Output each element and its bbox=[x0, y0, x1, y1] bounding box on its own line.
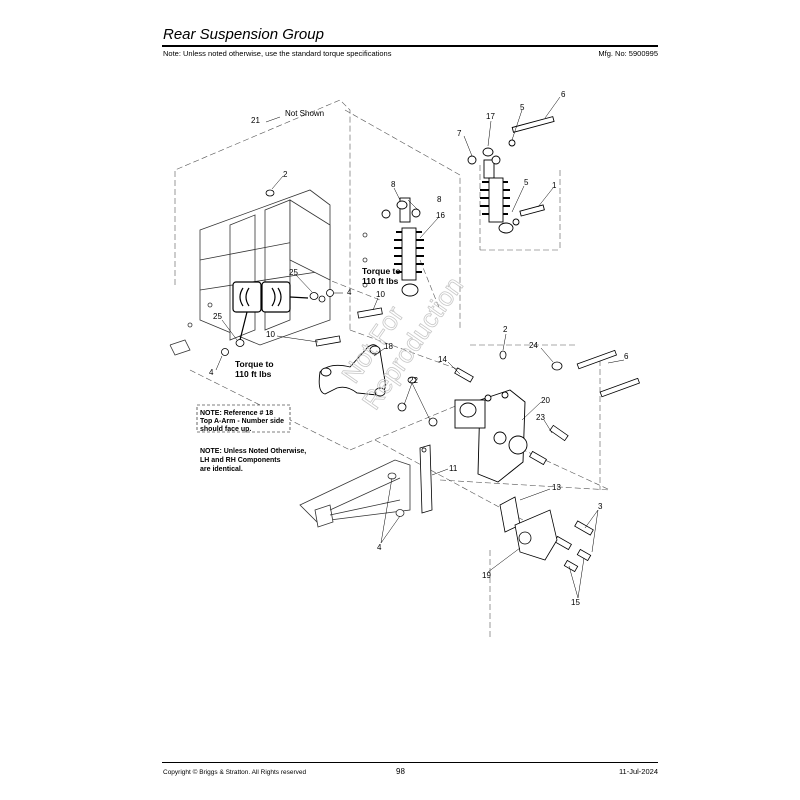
callout: 20 bbox=[541, 396, 550, 405]
note-line: Top A-Arm - Number side bbox=[200, 418, 284, 425]
hardware-bolts bbox=[397, 349, 640, 573]
callout: 22 bbox=[409, 376, 418, 385]
lower-a-arm bbox=[299, 459, 411, 528]
callout-numbers: 21 6 5 7 17 2 8 8 5 1 16 25 10 4 25 10 1… bbox=[209, 90, 629, 607]
leader-lines bbox=[215, 96, 625, 599]
callout: 10 bbox=[376, 290, 385, 299]
callout: 25 bbox=[213, 312, 222, 321]
callout: 15 bbox=[571, 598, 580, 607]
torque-label: 110 ft lbs bbox=[235, 369, 272, 379]
mfg-number: Mfg. No: 5900995 bbox=[598, 49, 658, 58]
callout: 4 bbox=[377, 543, 382, 552]
callout: 18 bbox=[384, 342, 393, 351]
callout: 1 bbox=[552, 181, 557, 190]
callout: 6 bbox=[561, 90, 566, 99]
torque-label: 110 ft lbs bbox=[362, 276, 399, 286]
callout: 23 bbox=[536, 413, 545, 422]
note-line: should face up. bbox=[200, 426, 251, 433]
callout: 10 bbox=[266, 330, 275, 339]
note-line: are identical. bbox=[200, 466, 243, 473]
callout: 4 bbox=[209, 368, 214, 377]
spindle-knuckle bbox=[454, 389, 528, 483]
rear-shock bbox=[467, 116, 555, 234]
callout: 2 bbox=[283, 170, 288, 179]
callout: 25 bbox=[289, 268, 298, 277]
callout: 8 bbox=[437, 195, 442, 204]
caliper-bracket bbox=[499, 496, 558, 561]
callout: 13 bbox=[552, 483, 561, 492]
torque-labels: Torque to 110 ft lbs Torque to 110 ft lb… bbox=[235, 266, 401, 379]
watermark: Not For Reproduction bbox=[335, 271, 470, 416]
page-number: 98 bbox=[396, 767, 405, 776]
torque-label: Torque to bbox=[235, 359, 274, 369]
bushing-detail bbox=[232, 281, 309, 341]
callout: 21 bbox=[251, 116, 260, 125]
callout: 14 bbox=[438, 355, 447, 364]
torque-note: Note: Unless noted otherwise, use the st… bbox=[163, 49, 392, 58]
callout: 6 bbox=[624, 352, 629, 361]
footer-divider bbox=[162, 762, 658, 763]
top-a-arm bbox=[318, 344, 386, 397]
note-line: NOTE: Reference # 18 bbox=[200, 410, 273, 417]
callout: 17 bbox=[486, 112, 495, 121]
callout: 5 bbox=[520, 103, 525, 112]
callout: 2 bbox=[503, 325, 508, 334]
callout: 24 bbox=[529, 341, 538, 350]
page-title: Rear Suspension Group bbox=[163, 26, 324, 43]
callout: 5 bbox=[524, 178, 529, 187]
note-line: LH and RH Components bbox=[200, 457, 281, 464]
callout: 3 bbox=[598, 502, 603, 511]
copyright-text: Copyright © Briggs & Stratton. All Right… bbox=[163, 769, 307, 776]
callout: 4 bbox=[347, 288, 352, 297]
callout: 7 bbox=[457, 129, 462, 138]
note-box: NOTE: Reference # 18 Top A-Arm - Number … bbox=[196, 404, 306, 473]
callout: 19 bbox=[482, 571, 491, 580]
strap-plate bbox=[419, 444, 433, 514]
not-shown-label: Not Shown bbox=[285, 109, 324, 118]
front-shock bbox=[381, 197, 424, 297]
header-divider bbox=[162, 45, 658, 47]
torque-label: Torque to bbox=[362, 266, 401, 276]
callout: 11 bbox=[449, 464, 458, 473]
note-line: NOTE: Unless Noted Otherwise, bbox=[200, 448, 306, 455]
bushing-parts bbox=[221, 189, 334, 356]
callout: 8 bbox=[391, 180, 396, 189]
bolts-10 bbox=[315, 307, 383, 347]
publish-date: 11-Jul-2024 bbox=[618, 767, 658, 776]
callout: 16 bbox=[436, 211, 445, 220]
